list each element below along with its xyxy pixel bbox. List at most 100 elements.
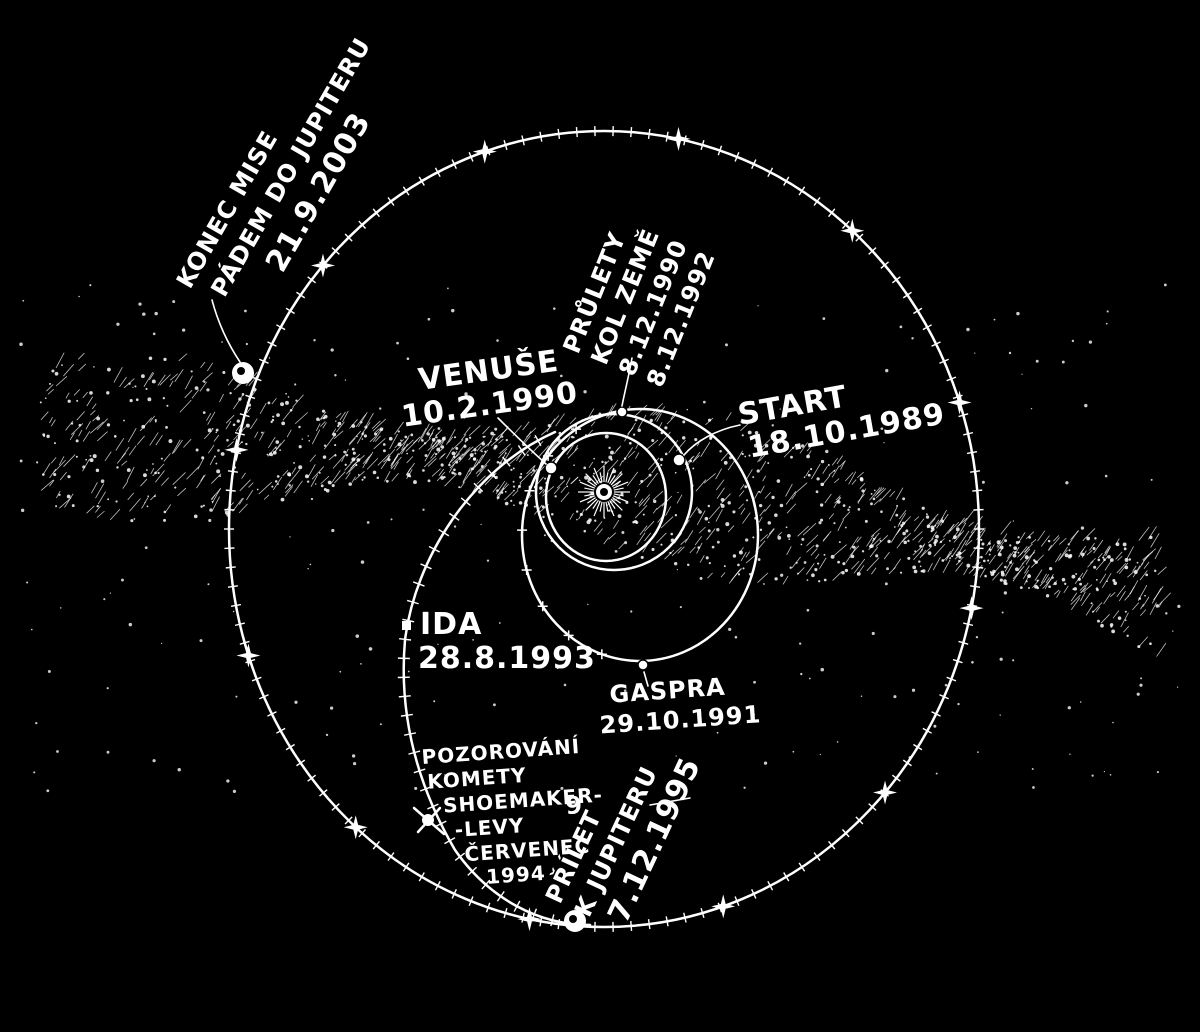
milky-way-stroke [791, 493, 796, 500]
milky-way-stroke [115, 437, 125, 451]
milky-way-stroke [785, 491, 797, 505]
star-dot [820, 459, 825, 464]
milky-way-stroke [720, 572, 726, 578]
star-dot [1124, 558, 1129, 562]
star-dot [93, 366, 95, 368]
star-dot [708, 562, 711, 565]
star-dot [927, 551, 932, 555]
milky-way-stroke [927, 513, 939, 526]
star-dot [344, 379, 347, 381]
star-dot [280, 402, 285, 407]
milky-way-stroke [1063, 585, 1069, 594]
star-dot [103, 598, 106, 601]
star-dot [630, 610, 633, 613]
milky-way-stroke [1052, 580, 1058, 586]
star-dot [162, 396, 166, 400]
star-dot [935, 534, 939, 539]
star-dot [199, 639, 203, 643]
milky-way-stroke [1059, 537, 1067, 545]
star-dot [697, 546, 701, 549]
milky-way-stroke [349, 419, 358, 429]
trajectory-tick [413, 768, 426, 774]
transfer-tick [517, 525, 528, 536]
star-dot [106, 423, 111, 427]
star-dot [518, 501, 523, 505]
star-dot [610, 450, 614, 455]
star-dot [1028, 535, 1031, 539]
star-dot [907, 556, 911, 560]
milky-way-stroke [320, 421, 326, 427]
star-dot [447, 287, 449, 290]
star-dot [893, 413, 897, 417]
milky-way-stroke [65, 392, 70, 399]
milky-way-stroke [291, 467, 297, 475]
star-dot [298, 445, 302, 449]
milky-way-stroke [1031, 554, 1044, 568]
star-dot [406, 452, 409, 455]
milky-way-stroke [997, 533, 1008, 549]
star-dot [632, 433, 636, 436]
trajectory-tick [481, 879, 491, 890]
milky-way-stroke [286, 429, 292, 438]
milky-way-stroke [322, 422, 327, 429]
star-dot [848, 506, 851, 509]
milky-way-stroke [435, 429, 443, 437]
star-dot [289, 536, 291, 538]
milky-way-stroke [703, 473, 716, 484]
milky-way-stroke [548, 415, 560, 427]
milky-way-stroke [560, 486, 567, 494]
orbit-tick [922, 727, 932, 734]
star-dot [723, 565, 726, 568]
star-dot [741, 452, 744, 456]
star-dot [78, 295, 80, 298]
star-dot [561, 446, 565, 451]
star-dot [215, 431, 218, 434]
milky-way-stroke [523, 435, 531, 445]
star-dot [1110, 625, 1113, 628]
star-dot [59, 607, 62, 609]
star-dot [1095, 578, 1098, 581]
milky-way-stroke [1012, 565, 1025, 580]
milky-way-stroke [613, 519, 620, 529]
star-dot [699, 576, 703, 580]
milky-way-stroke [526, 465, 536, 475]
milky-way-stroke [159, 374, 171, 386]
star-dot [773, 439, 777, 443]
milky-way-stroke [318, 411, 327, 422]
star-dot [547, 423, 551, 428]
star-dot [46, 789, 50, 793]
orbit-tick [387, 852, 395, 861]
star-dot [67, 475, 71, 479]
orbit-tick [372, 840, 381, 850]
star-dot [215, 462, 218, 465]
star-dot [697, 508, 700, 511]
milky-way-stroke [423, 455, 437, 468]
jupiter-orbit-ticks [224, 126, 984, 932]
orbit-tick [939, 358, 949, 364]
milky-way-stroke [129, 498, 141, 512]
orbit-tick [891, 774, 901, 782]
milky-way-stroke [1148, 526, 1157, 540]
milky-way-stroke [393, 461, 399, 470]
star-dot [1003, 579, 1007, 583]
milky-way-stroke [1110, 592, 1116, 598]
star-dot [128, 382, 131, 385]
orbit-tick [855, 233, 864, 242]
milky-way-stroke [462, 467, 471, 483]
star-dot [115, 500, 118, 503]
milky-way-stroke [1078, 549, 1084, 558]
star-dot [412, 449, 415, 452]
star-dot [842, 562, 846, 566]
milky-way-stroke [1132, 562, 1144, 578]
star-dot [1086, 536, 1091, 541]
orbit-tick [358, 220, 367, 229]
milky-way-stroke [169, 380, 174, 388]
milky-way-stroke [657, 516, 663, 523]
star-dot [790, 455, 793, 459]
milky-way-stroke [1070, 594, 1081, 606]
transfer-tick [571, 424, 582, 435]
milky-way-stroke [638, 494, 651, 507]
star-dot [617, 514, 622, 518]
star-dot [172, 300, 176, 304]
milky-way-stroke [284, 480, 291, 489]
